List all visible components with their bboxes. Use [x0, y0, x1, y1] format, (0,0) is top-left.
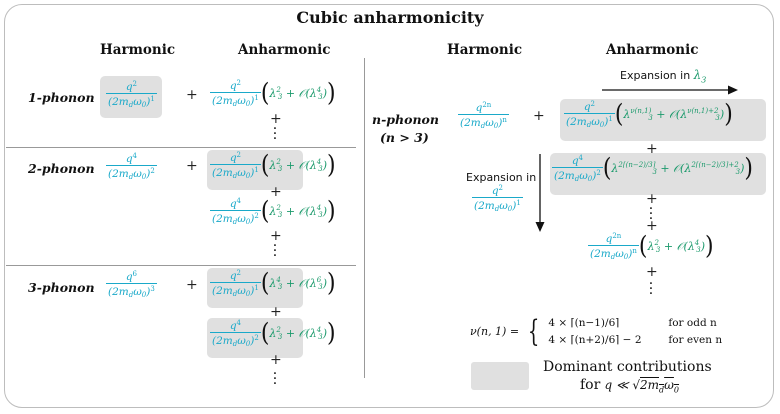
plus-sign: + [186, 87, 198, 103]
left-harmonic-header: Harmonic [100, 42, 176, 58]
plus-sign: + [270, 304, 282, 320]
plus-sign: + [186, 277, 198, 293]
legend-text-line2: for q ≪ √2mdω0 [580, 377, 680, 395]
expansion-lambda-arrow [602, 85, 738, 95]
anharmonic-term-3b: q4(2mdω0)2 ( λ23 + 𝒪(λ43) ) [210, 319, 336, 349]
plus-sign: + [646, 141, 658, 157]
plus-sign: + [270, 111, 282, 127]
right-harmonic-header: Harmonic [447, 42, 523, 58]
nu-even-condition: for even n [668, 333, 723, 346]
plus-sign: + [270, 352, 282, 368]
ellipsis-dots: ··· [648, 201, 654, 227]
plus-sign: + [270, 184, 282, 200]
plus-sign: + [646, 191, 658, 207]
plus-sign: + [270, 228, 282, 244]
ellipsis-dots: ··· [272, 238, 278, 264]
figure-frame [4, 4, 774, 408]
ellipsis-dots: ··· [272, 121, 278, 147]
dominant-highlight [207, 150, 303, 190]
harmonic-term-n: q2n(2mdω0)n [458, 101, 509, 131]
ellipsis-dots: ··· [272, 366, 278, 392]
dominant-highlight [207, 268, 303, 308]
anharmonic-term-3a: q2(2mdω0)1 ( λ43 + 𝒪(λ63) ) [210, 269, 336, 299]
expansion-q-label: Expansion in [466, 171, 537, 184]
column-divider [364, 58, 365, 378]
row-divider-2 [6, 265, 356, 266]
row-divider-1 [6, 147, 356, 148]
nu-odd-condition: for odd n [668, 317, 717, 330]
row-label-2-phonon: 2-phonon [28, 161, 95, 176]
harmonic-term-1: q2(2mdω0)1 [106, 80, 157, 110]
right-anharmonic-header: Anharmonic [606, 42, 699, 58]
nu-definition: ν(n, 1) = { 4 × ⌈(n−1)/6⌉for odd n 4 × ⌈… [470, 314, 723, 349]
dominant-highlight [560, 99, 766, 141]
anharmonic-term-1a: q2(2mdω0)1 ( λ23 + 𝒪(λ43) ) [210, 79, 336, 109]
anharmonic-term-2a: q2(2mdω0)1 ( λ23 + 𝒪(λ43) ) [210, 151, 336, 181]
row-label-n-phonon: n-phonon [372, 112, 439, 127]
row-label-3-phonon: 3-phonon [28, 280, 95, 295]
anharmonic-term-n1: q2(2mdω0)1 ( λν(n,1)3 + 𝒪(λν(n,1)+23) ) [564, 100, 733, 130]
anharmonic-term-2b: q4(2mdω0)2 ( λ23 + 𝒪(λ43) ) [210, 197, 336, 227]
legend-swatch [471, 362, 529, 390]
expansion-lambda-label: Expansion in λ3 [620, 68, 707, 85]
figure-title: Cubic anharmonicity [296, 8, 484, 27]
expansion-q-arrow [535, 154, 545, 232]
harmonic-term-2: q4(2mdω0)2 [106, 152, 157, 182]
anharmonic-term-n2: q4(2mdω0)2 ( λ2⌈(n−2)/3⌉3 + 𝒪(λ2⌈(n−2)/3… [552, 154, 754, 184]
dominant-highlight [550, 153, 766, 195]
dominant-highlight [207, 318, 303, 358]
plus-sign: + [533, 108, 545, 124]
dominant-highlight [100, 76, 162, 118]
anharmonic-term-n3: q2n(2mdω0)n ( λ23 + 𝒪(λ43) ) [588, 232, 714, 262]
legend-text-line1: Dominant contributions [543, 359, 712, 375]
plus-sign: + [186, 158, 198, 174]
n-phonon-condition: (n > 3) [380, 130, 429, 145]
plus-sign: + [646, 218, 658, 234]
expansion-q-fraction: q2(2mdω0)1 [472, 184, 523, 214]
harmonic-term-3: q6(2mdω0)3 [106, 270, 157, 300]
plus-sign: + [646, 264, 658, 280]
row-label-1-phonon: 1-phonon [28, 90, 95, 105]
left-anharmonic-header: Anharmonic [238, 42, 331, 58]
ellipsis-dots: ··· [648, 276, 654, 302]
